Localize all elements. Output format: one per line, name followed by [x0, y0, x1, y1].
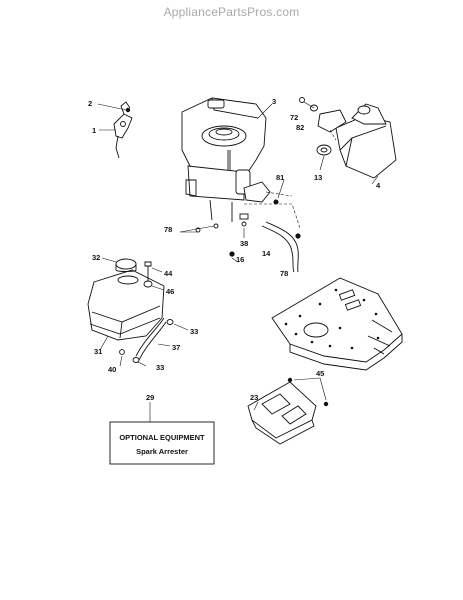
callout-13: 13: [314, 173, 322, 182]
callout-31: 31: [94, 347, 102, 356]
chassis-plate-part: [271, 277, 403, 371]
heat-shield-part: [247, 377, 329, 445]
callout-4: 4: [376, 181, 381, 190]
throttle-control-part: [97, 101, 133, 159]
engine-part: [181, 97, 301, 229]
muffler-part: [299, 97, 397, 185]
callout-82: 82: [296, 123, 304, 132]
callout-78b: 78: [280, 269, 288, 278]
callout-2: 2: [88, 99, 92, 108]
fuel-tank-part: [87, 257, 189, 367]
callout-38: 38: [240, 239, 248, 248]
callout-81: 81: [276, 173, 284, 182]
callout-46: 46: [166, 287, 174, 296]
callout-29: 29: [146, 393, 154, 402]
callout-37: 37: [172, 343, 180, 352]
callout-3: 3: [272, 97, 276, 106]
optional-equipment-box: OPTIONAL EQUIPMENT Spark Arrester: [109, 402, 215, 465]
callout-44: 44: [164, 269, 173, 278]
callout-33b: 33: [156, 363, 164, 372]
fuel-line-part: [179, 179, 301, 273]
callout-45: 45: [316, 369, 324, 378]
callout-40: 40: [108, 365, 116, 374]
callout-78a: 78: [164, 225, 172, 234]
callout-23: 23: [250, 393, 258, 402]
callout-1: 1: [92, 126, 96, 135]
optional-equipment-item: Spark Arrester: [136, 447, 188, 456]
callout-16: 16: [236, 255, 244, 264]
callout-72: 72: [290, 113, 298, 122]
watermark: AppliancePartsPros.com: [163, 5, 300, 19]
callout-14: 14: [262, 249, 271, 258]
callout-32: 32: [92, 253, 100, 262]
callout-33a: 33: [190, 327, 198, 336]
optional-equipment-title: OPTIONAL EQUIPMENT: [119, 433, 205, 442]
